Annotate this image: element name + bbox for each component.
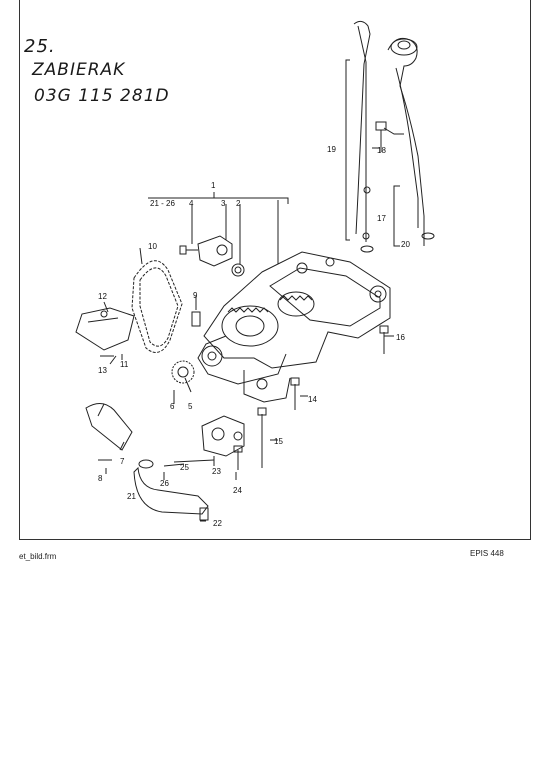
callout-3: 3 <box>221 199 226 208</box>
callout-6: 6 <box>170 402 175 411</box>
callout-21-26: 21 - 26 <box>150 199 175 208</box>
callout-10: 10 <box>148 242 157 251</box>
callout-15: 15 <box>274 437 283 446</box>
callout-18: 18 <box>377 146 386 155</box>
footer-filename: et_bild.frm <box>19 552 57 561</box>
footer-page-id: EPIS 448 <box>470 549 504 558</box>
callout-17: 17 <box>377 214 386 223</box>
callout-25: 25 <box>180 463 189 472</box>
callout-1: 1 <box>211 181 216 190</box>
handwritten-number: 25. <box>24 36 56 57</box>
callout-5: 5 <box>188 402 193 411</box>
callout-22: 22 <box>213 519 222 528</box>
callout-8: 8 <box>98 474 103 483</box>
diagram-frame <box>19 0 531 540</box>
callout-16: 16 <box>396 333 405 342</box>
callout-26: 26 <box>160 479 169 488</box>
callout-11: 11 <box>120 360 129 369</box>
callout-14: 14 <box>308 395 317 404</box>
callout-13: 13 <box>98 366 107 375</box>
callout-9: 9 <box>193 291 198 300</box>
callout-12: 12 <box>98 292 107 301</box>
callout-4: 4 <box>189 199 194 208</box>
dipstick <box>353 20 371 235</box>
callout-2: 2 <box>236 199 241 208</box>
callout-19: 19 <box>327 145 336 154</box>
handwritten-part-code: 03G 115 281D <box>34 86 170 106</box>
callout-23: 23 <box>212 467 221 476</box>
callout-20: 20 <box>401 240 410 249</box>
callout-7: 7 <box>120 457 125 466</box>
callout-21: 21 <box>127 492 136 501</box>
callout-24: 24 <box>233 486 242 495</box>
handwritten-word: ZABIERAK <box>32 60 126 80</box>
